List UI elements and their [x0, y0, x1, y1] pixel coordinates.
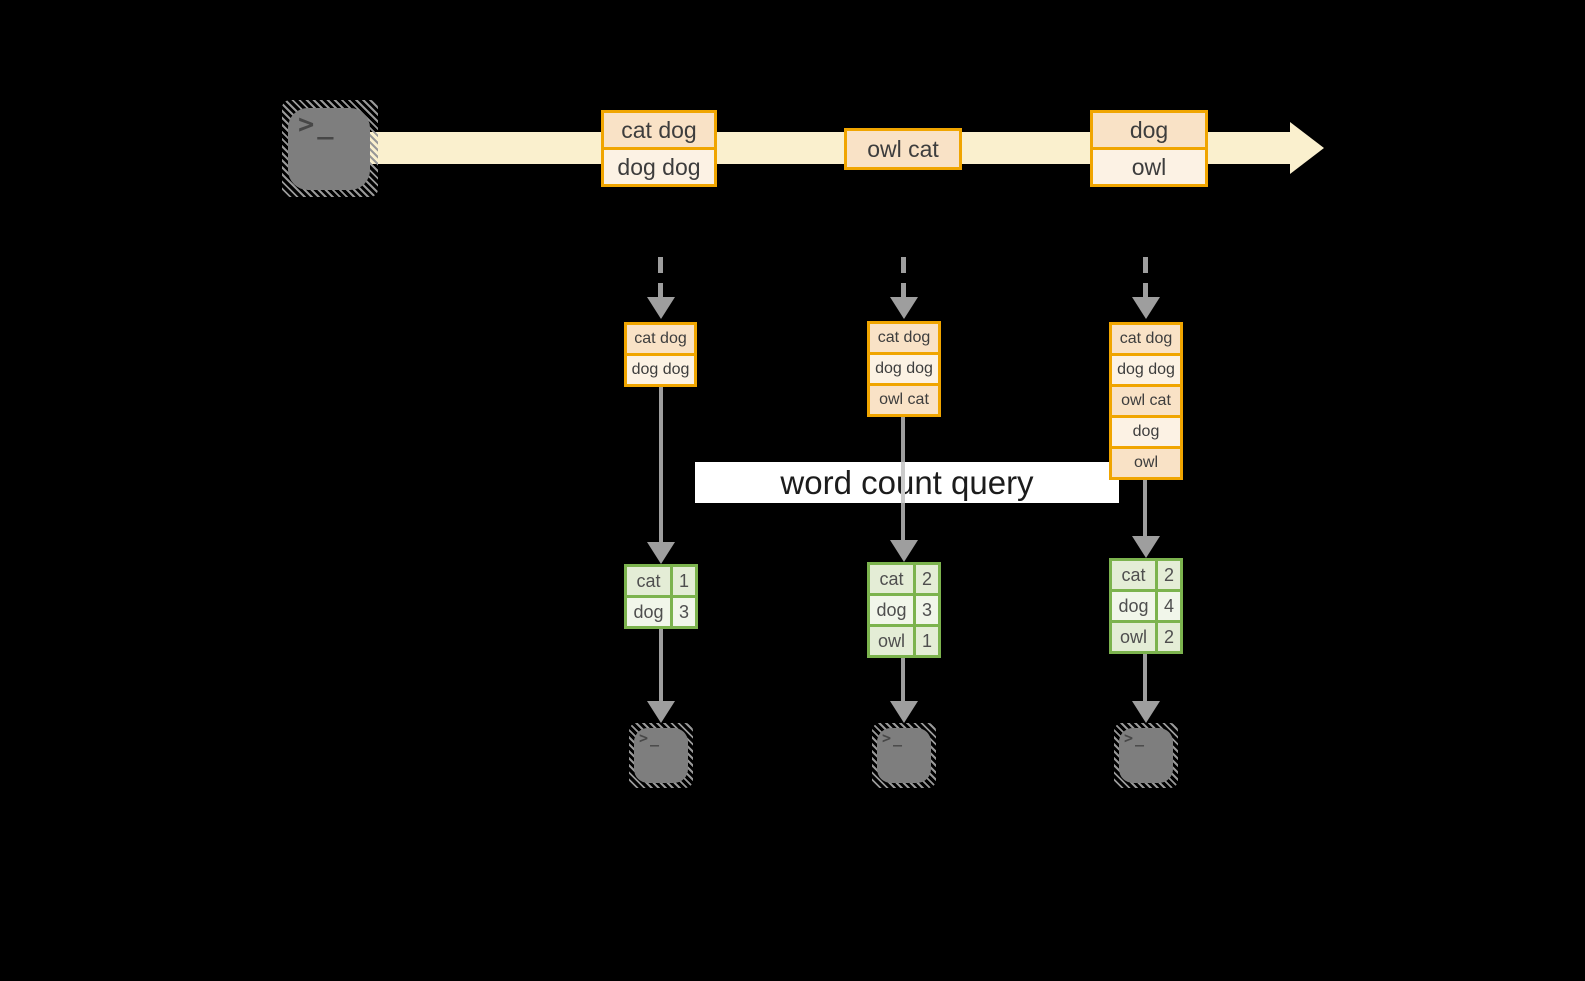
counts-to-terminal-arrow-head	[647, 701, 675, 723]
count-word-cell: dog	[1112, 592, 1155, 620]
stream-event-box: cat dog dog dog	[601, 110, 717, 187]
word-count-table: cat 2 dog 3 owl 1	[867, 562, 941, 658]
count-row: owl 1	[870, 627, 938, 655]
count-word-cell: dog	[870, 596, 913, 624]
buffer-row: dog dog	[1112, 356, 1180, 384]
dashed-arrow-line	[658, 257, 663, 299]
sink-terminal-icon: >_	[629, 723, 693, 788]
buffer-row: owl cat	[870, 386, 938, 414]
buffer-row: dog dog	[870, 355, 938, 383]
buffer-to-counts-arrow-head	[890, 540, 918, 562]
dashed-arrow-head	[647, 297, 675, 319]
stream-event-box: owl cat	[844, 128, 962, 170]
record-buffer: cat dog dog dog owl cat	[867, 321, 941, 417]
stream-arrow-head	[1290, 122, 1324, 174]
count-value-cell: 3	[916, 596, 938, 624]
dashed-arrow-head	[890, 297, 918, 319]
count-value-cell: 3	[673, 598, 695, 626]
stream-event-line: dog	[1093, 113, 1205, 147]
word-count-table: cat 1 dog 3	[624, 564, 698, 629]
stream-event-box: dog owl	[1090, 110, 1208, 187]
count-value-cell: 2	[916, 565, 938, 593]
count-row: cat 2	[870, 565, 938, 593]
stream-event-line: cat dog	[604, 113, 714, 147]
buffer-to-counts-arrow-head	[1132, 536, 1160, 558]
terminal-prompt-glyph: >_	[1124, 729, 1147, 747]
terminal-icon-body	[634, 728, 688, 783]
sink-terminal-icon: >_	[872, 723, 936, 788]
count-value-cell: 4	[1158, 592, 1180, 620]
dashed-arrow-head	[1132, 297, 1160, 319]
terminal-prompt-glyph: >_	[298, 109, 337, 140]
count-value-cell: 1	[673, 567, 695, 595]
buffer-row: cat dog	[1112, 325, 1180, 353]
count-value-cell: 2	[1158, 623, 1180, 651]
buffer-to-counts-arrow-line	[659, 387, 663, 542]
terminal-prompt-glyph: >_	[882, 729, 905, 747]
count-word-cell: cat	[627, 567, 670, 595]
count-word-cell: cat	[870, 565, 913, 593]
arrow-through-query-label	[901, 462, 905, 503]
buffer-row: dog	[1112, 418, 1180, 446]
record-buffer: cat dog dog dog	[624, 322, 697, 387]
stream-event-line: owl	[1093, 150, 1205, 184]
count-row: cat 2	[1112, 561, 1180, 589]
count-word-cell: cat	[1112, 561, 1155, 589]
dashed-arrow-line	[1143, 257, 1148, 299]
stream-event-line: owl cat	[847, 131, 959, 167]
buffer-row: owl	[1112, 449, 1180, 477]
terminal-icon-body	[877, 728, 931, 783]
count-value-cell: 2	[1158, 561, 1180, 589]
terminal-prompt-glyph: >_	[639, 729, 662, 747]
dashed-arrow-line	[901, 257, 906, 299]
counts-to-terminal-arrow-line	[659, 629, 663, 703]
buffer-to-counts-arrow-head	[647, 542, 675, 564]
count-row: owl 2	[1112, 623, 1180, 651]
count-row: cat 1	[627, 567, 695, 595]
query-label: word count query	[780, 463, 1034, 501]
buffer-row: owl cat	[1112, 387, 1180, 415]
counts-to-terminal-arrow-line	[1143, 654, 1147, 703]
counts-to-terminal-arrow-line	[901, 658, 905, 703]
count-row: dog 3	[870, 596, 938, 624]
source-terminal-icon: >_	[282, 100, 378, 197]
sink-terminal-icon: >_	[1114, 723, 1178, 788]
query-label-box: word count query	[695, 462, 1119, 503]
count-word-cell: owl	[1112, 623, 1155, 651]
count-word-cell: owl	[870, 627, 913, 655]
count-value-cell: 1	[916, 627, 938, 655]
word-count-table: cat 2 dog 4 owl 2	[1109, 558, 1183, 654]
counts-to-terminal-arrow-head	[890, 701, 918, 723]
count-word-cell: dog	[627, 598, 670, 626]
buffer-row: cat dog	[627, 325, 694, 353]
stream-event-line: dog dog	[604, 150, 714, 184]
count-row: dog 3	[627, 598, 695, 626]
buffer-row: cat dog	[870, 324, 938, 352]
terminal-icon-body	[1119, 728, 1173, 783]
counts-to-terminal-arrow-head	[1132, 701, 1160, 723]
terminal-icon-body	[288, 108, 370, 190]
buffer-row: dog dog	[627, 356, 694, 384]
record-buffer: cat dog dog dog owl cat dog owl	[1109, 322, 1183, 480]
count-row: dog 4	[1112, 592, 1180, 620]
buffer-to-counts-arrow-line	[1143, 480, 1147, 536]
